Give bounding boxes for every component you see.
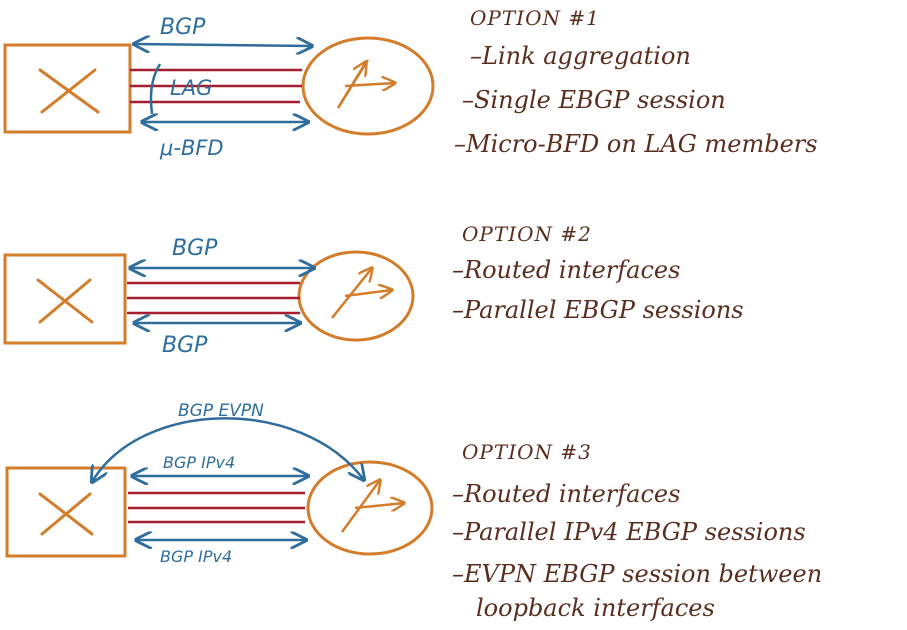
- option-1-item: –Link aggregation: [470, 42, 691, 70]
- switch-box: [3, 43, 132, 134]
- switch-x-icon: [36, 278, 94, 324]
- option-1-item: –Micro-BFD on LAG members: [454, 130, 818, 158]
- switch-box: [3, 253, 127, 345]
- router-arrow-icon: [336, 59, 395, 109]
- option-2-diagram: BGP BGP: [3, 236, 415, 358]
- option-3-heading: OPTION #3: [462, 440, 592, 464]
- router-arrow-up: [336, 62, 366, 109]
- bgp-label: BGP: [162, 333, 208, 358]
- option-1-item: –Single EBGP session: [462, 86, 726, 114]
- switch-x-icon: [38, 492, 94, 536]
- router-circle: [306, 460, 434, 556]
- lag-label: LAG: [170, 76, 212, 100]
- switch-box: [5, 466, 127, 558]
- bgp-ipv4-label: BGP IPv4: [163, 453, 235, 472]
- option-2-heading: OPTION #2: [462, 222, 592, 246]
- router-arrow-icon: [340, 480, 380, 533]
- option-3-item: loopback interfaces: [476, 594, 715, 622]
- option-1-diagram: BGP LAG μ-BFD: [3, 15, 435, 160]
- lag-bracket: [149, 63, 162, 115]
- switch-x-icon: [38, 68, 100, 114]
- bgp-evpn-arc: [92, 417, 364, 482]
- router-circle: [297, 250, 415, 342]
- option-3-item: –Parallel IPv4 EBGP sessions: [452, 518, 806, 546]
- bgp-ipv4-label: BGP IPv4: [160, 547, 232, 566]
- bgp-label: BGP: [160, 15, 206, 40]
- bgp-evpn-label: BGP EVPN: [178, 401, 264, 421]
- bgp-label: BGP: [172, 236, 218, 261]
- option-3-item: –EVPN EBGP session between: [452, 560, 823, 588]
- bgp-session-arrow: [134, 44, 312, 46]
- option-3-diagram: BGP EVPN BGP IPv4 BGP IPv4: [5, 401, 434, 566]
- bfd-label: μ-BFD: [159, 136, 224, 160]
- router-circle: [301, 36, 435, 136]
- router-arrow-right: [344, 290, 392, 296]
- option-2-item: –Parallel EBGP sessions: [452, 296, 744, 324]
- router-arrow-right: [354, 503, 404, 508]
- router-arrow-icon: [331, 268, 372, 319]
- option-3-item: –Routed interfaces: [452, 480, 681, 508]
- option-2-item: –Routed interfaces: [452, 256, 681, 284]
- option-1-heading: OPTION #1: [470, 6, 600, 30]
